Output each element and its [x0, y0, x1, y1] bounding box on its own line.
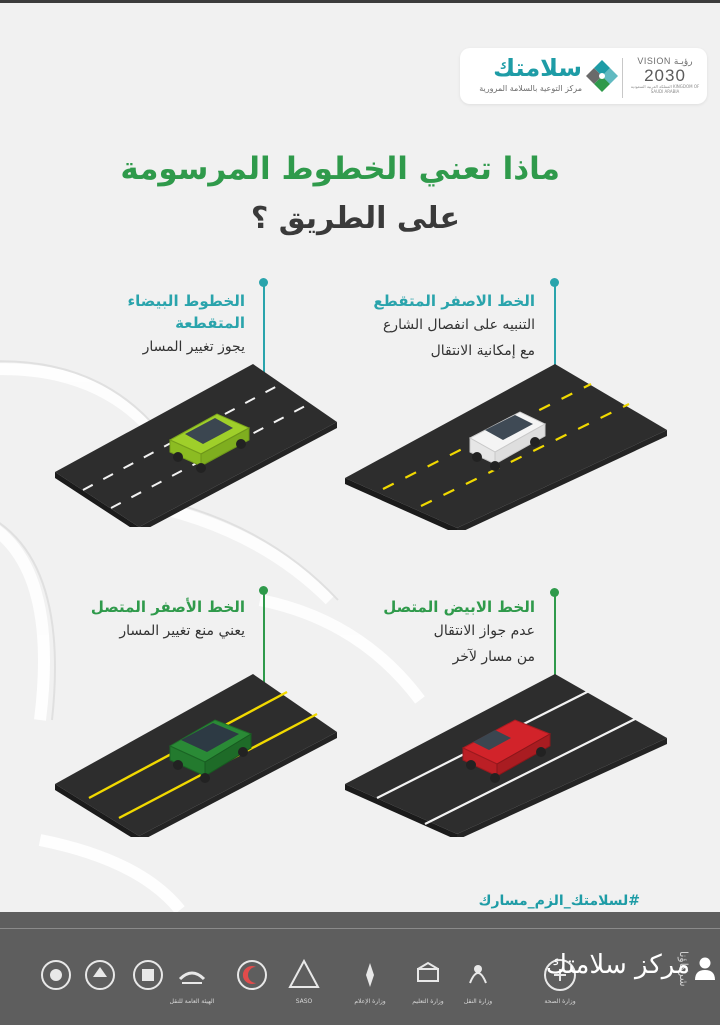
- pointer-line: [263, 286, 265, 394]
- partner-caption: وزارة التعليم: [412, 998, 444, 1005]
- brand-subtitle: مركز التوعية بالسلامة المرورية: [479, 84, 582, 93]
- traffic-police-logo: [133, 960, 163, 990]
- card-text: التنبيه على انفصال الشارع: [382, 317, 535, 333]
- vision-subtitle: المملكة العربية السعودية KINGDOM OF SAUD…: [630, 84, 700, 94]
- red-crescent-logo: [237, 960, 267, 990]
- card-text: من مسار لآخر: [452, 649, 535, 665]
- salamatak-logo-icon: [586, 60, 618, 92]
- footer-divider: [0, 928, 720, 929]
- vision-year: 2030: [644, 66, 686, 85]
- card-heading: الخطوط البيضاء: [127, 292, 245, 310]
- account-handle: مركز سلامتك: [545, 950, 690, 980]
- pointer-line: [554, 286, 556, 394]
- card-text: عدم جواز الانتقال: [433, 623, 535, 639]
- card-text: مع إمكانية الانتقال: [430, 343, 535, 359]
- page-title: ماذا تعني الخطوط المرسومة: [120, 151, 560, 187]
- card-heading: الخط الابيض المتصل: [383, 598, 535, 616]
- partner-caption: وزارة النقل: [463, 998, 493, 1005]
- green-suv-icon: [168, 719, 253, 783]
- partners-footer: [0, 912, 720, 1025]
- top-border: [0, 0, 720, 3]
- road-yellow-dashed-illustration: [345, 364, 667, 530]
- road-yellow-solid-illustration: [55, 674, 337, 837]
- card-yellow-solid: الخط الأصفر المتصل يعني منع تغيير المسار: [60, 596, 245, 644]
- partners-label: شركاؤنا: [677, 950, 690, 987]
- security-emblem-logo: [85, 960, 115, 990]
- ministry-media-logo: [366, 963, 374, 987]
- card-yellow-dashed: الخط الاصفر المتقطع التنبيه على انفصال ا…: [340, 290, 535, 364]
- vision-2030-logo: VISION رؤيـة 2030 المملكة العربية السعود…: [630, 56, 700, 98]
- card-white-dashed: الخطوط البيضاء المتقطعة يجوز تغيير المسا…: [60, 290, 245, 360]
- ministry-health-logo: [544, 959, 576, 991]
- red-pickup-icon: [461, 719, 552, 783]
- partner-caption: الهيئة العامة للنقل: [169, 998, 215, 1005]
- card-white-solid: الخط الابيض المتصل عدم جواز الانتقال من …: [340, 596, 535, 670]
- saso-logo: [288, 958, 320, 988]
- card-heading: الخط الأصفر المتصل: [90, 598, 245, 616]
- brand-name: سلامتك: [493, 54, 582, 82]
- ministry-transport-logo: [469, 965, 487, 984]
- pointer-dot: [259, 278, 268, 287]
- ministry-education-logo: [417, 961, 439, 982]
- card-heading: الخط الاصفر المتقطع: [373, 292, 535, 310]
- white-car-icon: [468, 411, 547, 471]
- campaign-hashtag[interactable]: #لسلامتك_الزم_مسارك: [478, 893, 640, 909]
- user-icon: [695, 957, 715, 980]
- card-text: يجوز تغيير المسار: [142, 339, 245, 355]
- pointer-dot: [259, 586, 268, 595]
- partner-caption: وزارة الإعلام: [354, 998, 386, 1005]
- header-logo-card: [460, 48, 707, 104]
- road-white-dashed-illustration: [55, 364, 337, 527]
- lime-car-icon: [168, 413, 251, 473]
- pointer-line: [554, 596, 556, 700]
- partner-caption: وزارة الصحة: [544, 998, 576, 1005]
- logo-divider: [622, 58, 623, 98]
- pointer-line: [263, 594, 265, 698]
- partner-caption: SASO: [295, 998, 313, 1005]
- card-text: يعني منع تغيير المسار: [119, 623, 245, 639]
- vision-label: VISION رؤيـة: [637, 56, 693, 66]
- card-heading-line2: المتقطعة: [175, 314, 245, 332]
- pointer-dot: [550, 278, 559, 287]
- transport-authority-logo: [178, 971, 206, 984]
- road-white-solid-illustration: [345, 674, 667, 837]
- police-emblem-logo: [41, 960, 71, 990]
- pointer-dot: [550, 588, 559, 597]
- page-title-line2: على الطريق ؟: [250, 201, 460, 236]
